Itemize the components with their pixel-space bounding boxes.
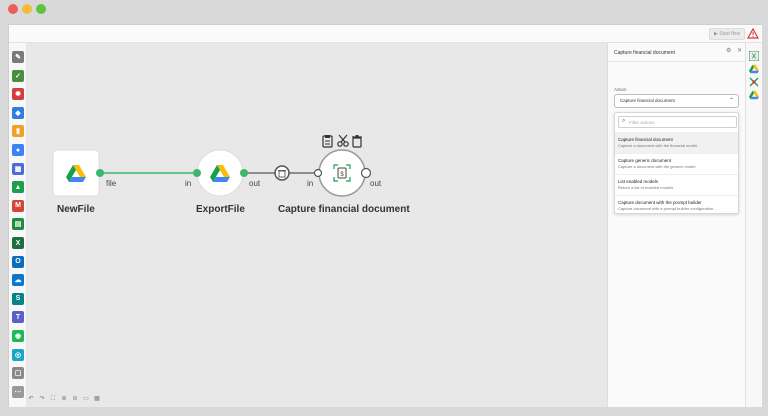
google-drive-icon[interactable]: [749, 64, 759, 74]
panel-header-actions: ⚙ ✕: [726, 47, 742, 54]
minimize-window-button[interactable]: [22, 4, 32, 14]
option-desc: Capture a document with the financial mo…: [618, 143, 699, 148]
action-search-input[interactable]: ⌕ Filter actions: [618, 116, 737, 128]
right-icon-strip: X: [745, 43, 762, 407]
top-toolbar: ▶ Start flow: [9, 25, 762, 43]
flow-canvas[interactable]: $ file in ou: [27, 43, 607, 407]
node-settings-panel: Capture financial document ⚙ ✕ Action Ca…: [607, 43, 746, 407]
panel-divider: [608, 61, 746, 62]
capture-output-port[interactable]: [360, 167, 372, 179]
start-flow-button[interactable]: ▶ Start flow: [709, 28, 746, 40]
chevron-up-icon: ⌃: [728, 98, 734, 104]
flow-graph: $: [52, 134, 372, 197]
action-option[interactable]: Capture document with the prompt builder…: [615, 195, 738, 215]
action-select[interactable]: Capture financial document ⌃: [614, 94, 739, 108]
dropbox-icon[interactable]: ◆: [12, 106, 24, 119]
action-select-value: Capture financial document: [620, 98, 675, 103]
sharepoint-icon[interactable]: S: [12, 292, 24, 305]
exportfile-output-port[interactable]: [240, 169, 248, 177]
action-option[interactable]: Capture generic document Capture a docum…: [615, 153, 738, 174]
redo-icon[interactable]: ↷: [39, 396, 45, 402]
document-scan-icon: $: [333, 164, 351, 182]
close-icon[interactable]: ✕: [737, 48, 743, 54]
warning-icon[interactable]: [747, 28, 759, 40]
svg-text:X: X: [752, 54, 757, 61]
option-desc: Capture document with a prompt builder c…: [618, 206, 715, 211]
action-dropdown: ⌕ Filter actions Capture financial docum…: [614, 112, 739, 214]
layout-icon[interactable]: ▭: [83, 396, 89, 402]
chart-app-icon[interactable]: ▮: [12, 125, 24, 138]
settings-icon[interactable]: ⚙: [726, 48, 732, 54]
option-desc: Return a list of enabled models.: [618, 185, 675, 190]
grid-app-icon[interactable]: ▦: [12, 162, 24, 175]
window-titlebar: [0, 0, 768, 20]
maximize-window-button[interactable]: [36, 4, 46, 14]
capture-port-out-label: out: [370, 179, 382, 188]
gmail-icon[interactable]: M: [12, 199, 24, 212]
cut-icon[interactable]: [337, 134, 349, 147]
capture-node-label: Capture financial document: [278, 204, 410, 215]
newfile-port-file-label: file: [106, 179, 117, 188]
teams-icon[interactable]: T: [12, 311, 24, 324]
share-icon[interactable]: [749, 77, 759, 87]
onedrive-icon[interactable]: ☁: [12, 274, 24, 287]
exportfile-port-out-label: out: [249, 179, 261, 188]
capture-port-in-label: in: [307, 179, 314, 188]
trash-icon[interactable]: [352, 135, 362, 148]
notes-app-icon[interactable]: ✎: [12, 51, 24, 63]
action-field-label: Action: [614, 87, 627, 92]
exportfile-input-port[interactable]: [193, 169, 201, 177]
undo-icon[interactable]: ↶: [28, 396, 34, 402]
google-sheets-icon[interactable]: ▤: [12, 218, 24, 231]
edit-app-icon[interactable]: ✓: [12, 69, 24, 82]
zoom-out-icon[interactable]: ⊖: [72, 396, 78, 402]
close-window-button[interactable]: [8, 4, 18, 14]
action-option[interactable]: List enabled models Return a list of ena…: [615, 174, 738, 195]
search-icon: ⌕: [622, 118, 626, 124]
globe-app-icon[interactable]: ●: [12, 144, 24, 156]
fit-icon[interactable]: ⛶: [50, 396, 56, 402]
grid-icon[interactable]: ▦: [94, 396, 100, 402]
excel-icon[interactable]: X: [12, 237, 24, 249]
option-title: Capture document with the prompt builder: [618, 200, 702, 205]
google-drive-icon: [66, 165, 86, 182]
clipboard-icon[interactable]: [322, 135, 333, 148]
option-title: Capture financial document: [618, 137, 673, 142]
newfile-node[interactable]: [52, 149, 100, 197]
search-placeholder: Filter actions: [629, 120, 655, 125]
google-drive-icon: [210, 165, 230, 182]
newfile-output-port[interactable]: [96, 169, 104, 177]
google-drive-icon[interactable]: [749, 90, 759, 100]
option-desc: Capture a document with the generic mode…: [618, 164, 697, 169]
edge-delete-button[interactable]: [274, 165, 290, 181]
trash-icon: [278, 170, 286, 178]
exportfile-port-in-label: in: [185, 179, 192, 188]
exportfile-node[interactable]: [196, 149, 244, 197]
more-apps-icon[interactable]: ⋯: [12, 385, 24, 398]
option-title: List enabled models: [618, 179, 659, 184]
option-title: Capture generic document: [618, 158, 672, 163]
excel-icon[interactable]: X: [749, 51, 759, 61]
action-option[interactable]: Capture financial document Capture a doc…: [615, 132, 738, 153]
newfile-node-label: NewFile: [57, 204, 95, 215]
svg-text:$: $: [340, 172, 344, 178]
chat-app-icon[interactable]: ◎: [12, 348, 24, 361]
spotify-icon[interactable]: ◉: [12, 330, 24, 342]
outlook-icon[interactable]: O: [12, 255, 24, 268]
panel-title: Capture financial document: [614, 50, 675, 56]
exportfile-node-label: ExportFile: [196, 204, 245, 215]
bug-app-icon[interactable]: ✹: [12, 88, 24, 101]
google-drive-icon[interactable]: ▲: [12, 181, 24, 194]
document-app-icon[interactable]: ▢: [12, 367, 24, 380]
canvas-bottom-toolbar: ↶ ↷ ⛶ ⊕ ⊖ ▭ ▦: [27, 393, 101, 405]
capture-input-port[interactable]: [313, 168, 323, 178]
zoom-in-icon[interactable]: ⊕: [61, 396, 67, 402]
